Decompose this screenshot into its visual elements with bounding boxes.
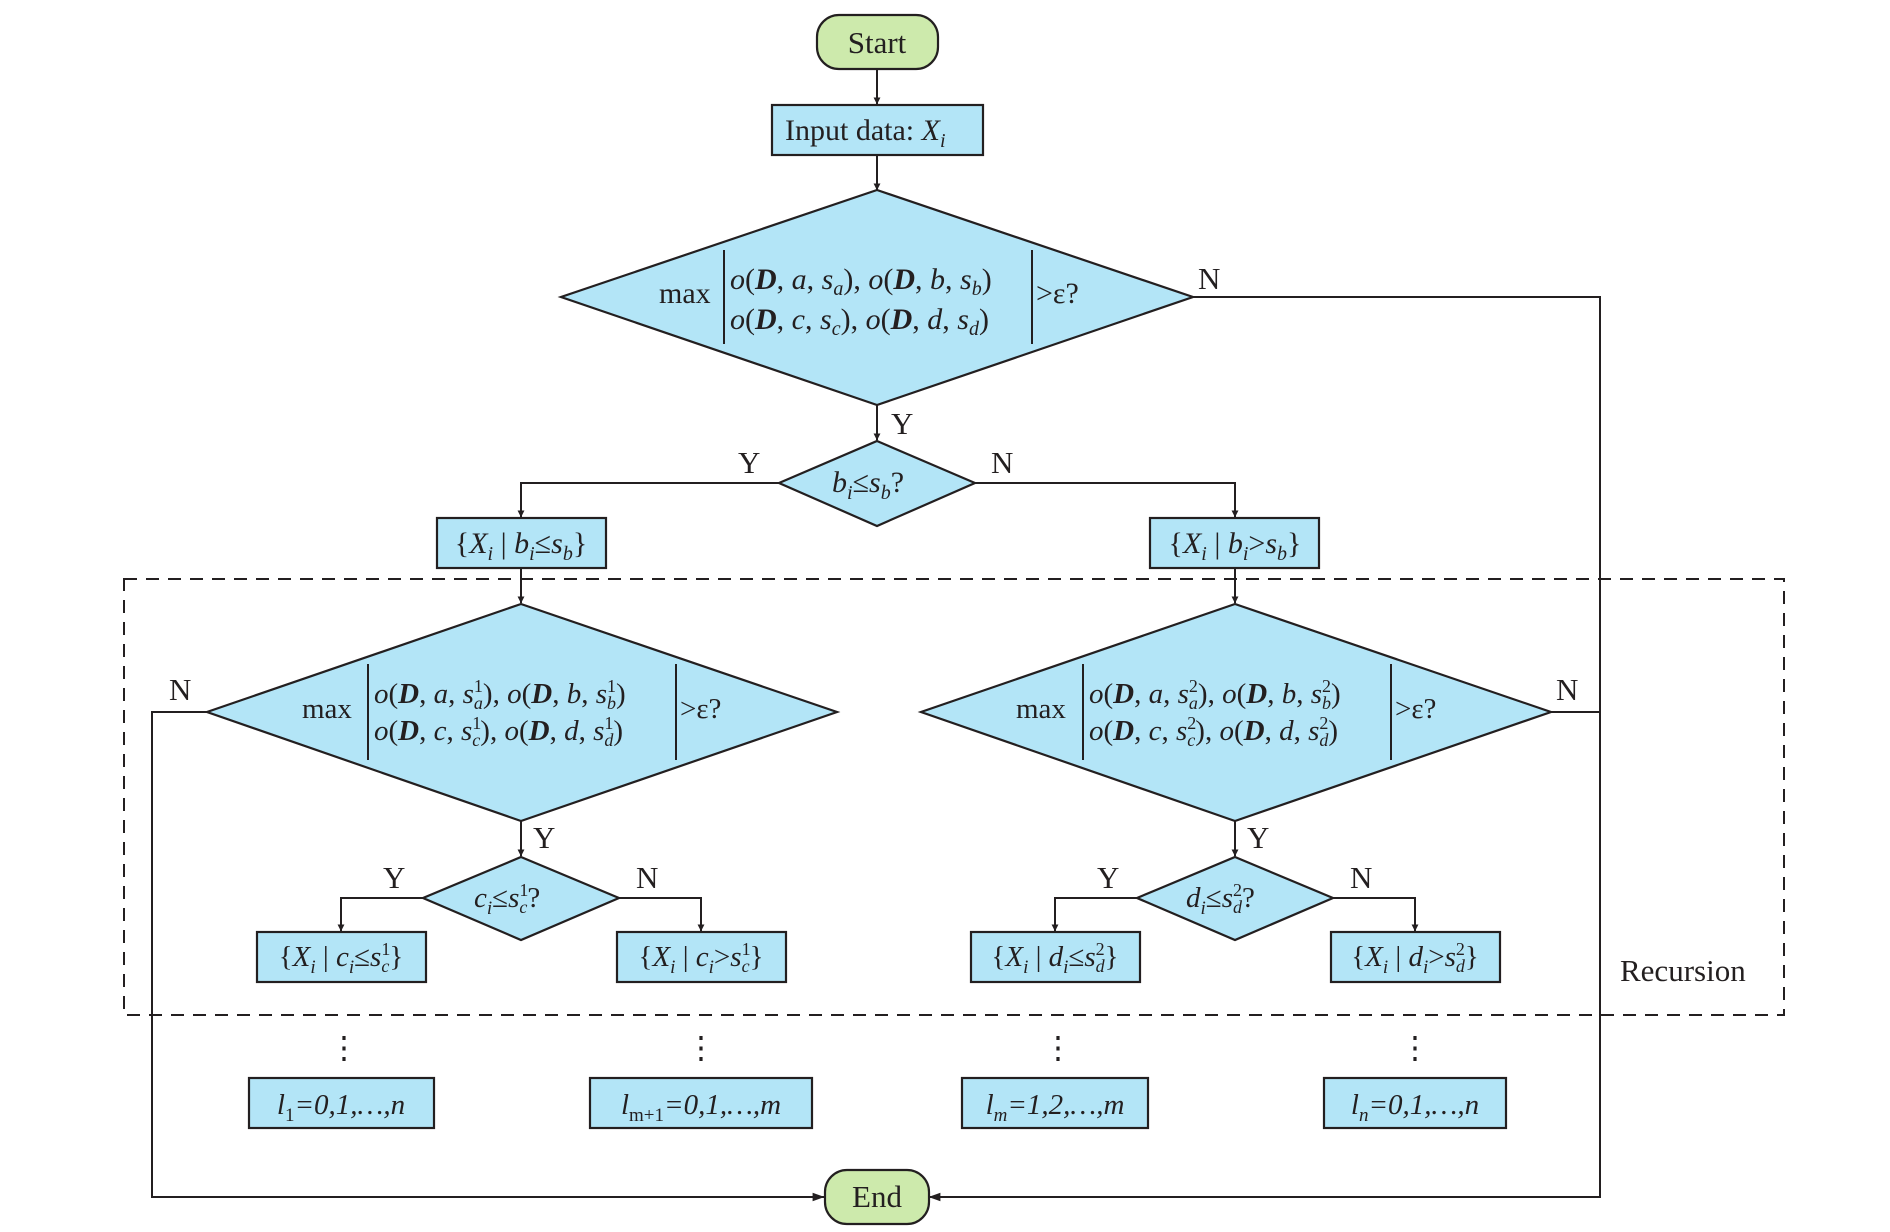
input-data-label: Input data: Xi (785, 114, 946, 152)
leaf-ln-label: ln=0,1,…,n (1351, 1089, 1479, 1126)
start-label: Start (848, 25, 907, 60)
c-yes-label: Y (383, 860, 405, 895)
connector-d-no (1333, 897, 1419, 932)
connector-b-yes (517, 482, 779, 518)
connector-d-yes (1051, 897, 1137, 932)
left-no-label: N (169, 672, 191, 707)
connector-c-yes (337, 897, 423, 932)
c-no-label: N (636, 860, 658, 895)
connector-left-no-to-end (151, 711, 825, 1202)
input-data-box (770, 103, 985, 157)
right-yes-label: Y (1247, 820, 1269, 855)
left-yes-label: Y (533, 820, 555, 855)
b-decision-diamond (776, 439, 978, 528)
top-condition-line1: o(D, a, sa), o(D, b, sb) (730, 263, 992, 300)
right-condition-tail: >ε? (1395, 693, 1436, 725)
top-condition-line2: o(D, c, sc), o(D, d, sd) (730, 303, 989, 340)
recursion-label: Recursion (1620, 953, 1746, 988)
set-b-le-label: {Xi | bi≤sb} (455, 527, 587, 565)
set-b-gt-box (1148, 516, 1321, 570)
b-yes-label: Y (738, 445, 760, 480)
top-decision-diamond (557, 188, 1197, 407)
right-no-label: N (1556, 672, 1578, 707)
leaf-ln-box (1322, 1076, 1508, 1130)
b-no-label: N (991, 445, 1013, 480)
end-label: End (852, 1179, 902, 1214)
leaf-lm1-label: lm+1=0,1,…,m (621, 1089, 781, 1126)
c-decision-diamond (420, 855, 622, 942)
top-no-label: N (1198, 261, 1220, 296)
leaf-l1-label: l1=0,1,…,n (277, 1089, 405, 1126)
leaf-l1-box (247, 1076, 436, 1130)
recursion-region (123, 578, 1785, 1016)
set-d-le-box (969, 930, 1142, 984)
left-condition-tail: >ε? (680, 693, 721, 725)
top-max-word: max (659, 277, 711, 310)
set-d-gt-box (1329, 930, 1502, 984)
connector-top-no-to-end (928, 296, 1601, 1202)
top-condition-tail: >ε? (1036, 277, 1079, 310)
leaf-lm-label: lm=1,2,…,m (986, 1089, 1125, 1126)
ellipsis-3: ⋮ (1043, 1030, 1074, 1065)
ellipsis-2: ⋮ (686, 1030, 717, 1065)
set-c-le-box (255, 930, 428, 984)
end-terminal (823, 1168, 931, 1226)
leaf-lm-box (960, 1076, 1150, 1130)
b-condition: bi≤sb? (832, 466, 904, 504)
top-yes-label: Y (891, 406, 913, 441)
ellipsis-1: ⋮ (329, 1030, 360, 1065)
d-no-label: N (1350, 860, 1372, 895)
connector-c-no (619, 897, 705, 932)
leaf-lm1-box (588, 1076, 814, 1130)
d-yes-label: Y (1097, 860, 1119, 895)
d-decision-diamond (1134, 855, 1336, 942)
connector-b-no (975, 482, 1239, 518)
left-max-word: max (302, 693, 352, 725)
right-max-word: max (1016, 693, 1066, 725)
ellipsis-4: ⋮ (1400, 1030, 1431, 1065)
set-c-gt-box (615, 930, 788, 984)
